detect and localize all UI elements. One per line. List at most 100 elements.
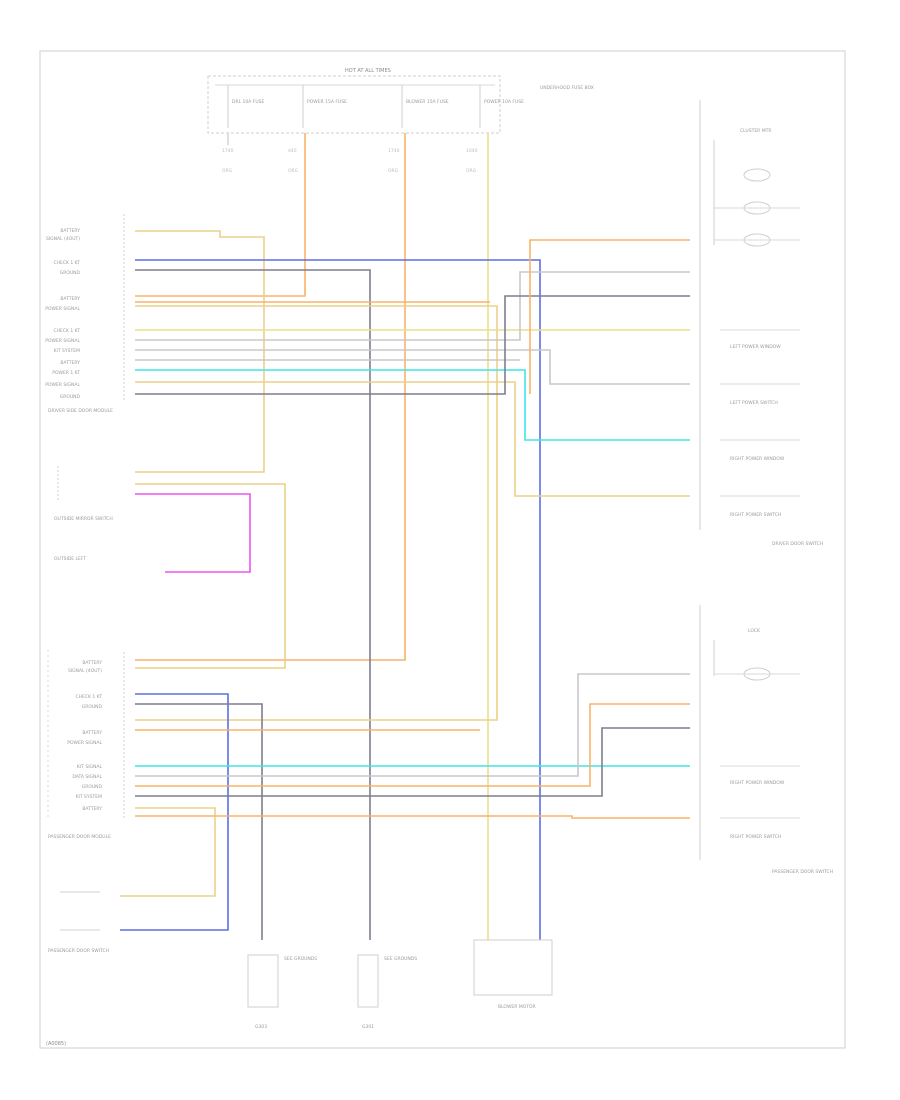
- svg-text:KIT SIGNAL: KIT SIGNAL: [77, 764, 103, 770]
- svg-text:LOCK: LOCK: [748, 628, 761, 634]
- svg-text:GROUND: GROUND: [82, 784, 103, 790]
- svg-text:BATTERY: BATTERY: [60, 296, 80, 302]
- svg-text:BATTERY: BATTERY: [60, 228, 80, 234]
- wire-cyan-1: [135, 369, 690, 441]
- wire-darkgray-4: [135, 727, 690, 797]
- svg-text:DRL 10A FUSE: DRL 10A FUSE: [232, 99, 265, 105]
- bottom-left-label: PASSENGER DOOR SWITCH: [48, 948, 109, 954]
- svg-text:1040: 1040: [466, 148, 478, 154]
- svg-text:BATTERY: BATTERY: [60, 360, 80, 366]
- fuse-2: POWER 15A FUSE: [302, 85, 347, 128]
- svg-text:CHECK 1 KT: CHECK 1 KT: [75, 694, 102, 700]
- lock-motor: LOCK: [713, 628, 800, 681]
- svg-text:GROUND: GROUND: [60, 270, 81, 276]
- svg-text:SIGNAL (4OUT): SIGNAL (4OUT): [68, 668, 102, 674]
- svg-text:BATTERY: BATTERY: [82, 660, 102, 666]
- right-lower-window-switch: RIGHT POWER WINDOW: [720, 765, 800, 786]
- svg-text:BLOWER MOTOR: BLOWER MOTOR: [498, 1004, 536, 1010]
- left-upper-connector: BATTERY SIGNAL (4OUT) CHECK 1 KT GROUND …: [45, 214, 125, 414]
- driver-module-label: DRIVER SIDE DOOR MODULE: [48, 408, 113, 414]
- svg-text:CHECK 1 KT: CHECK 1 KT: [53, 328, 80, 334]
- svg-text:GROUND: GROUND: [82, 704, 103, 710]
- left-lower-connector: BATTERY SIGNAL (4OUT) CHECK 1 KT GROUND …: [47, 650, 125, 840]
- diagram-border: [39, 50, 846, 1049]
- right-power-window-switch: RIGHT POWER WINDOW: [720, 439, 800, 462]
- right-lower-power-switch: RIGHT POWER SWITCH: [720, 817, 800, 840]
- fuse-4: POWER 10A FUSE: [479, 85, 524, 128]
- wire-tan-3: [135, 381, 690, 497]
- right-upper-group-label: DRIVER DOOR SWITCH: [772, 541, 823, 547]
- fuse-block: HOT AT ALL TIMES DRL 10A FUSE POWER 15A …: [207, 68, 594, 174]
- svg-text:POWER 10A FUSE: POWER 10A FUSE: [484, 99, 524, 105]
- svg-text:GROUND: GROUND: [60, 394, 81, 400]
- wire-orange-2: [135, 703, 690, 787]
- svg-text:BATTERY: BATTERY: [82, 806, 102, 812]
- bottom-left-switch: PASSENGER DOOR SWITCH: [48, 891, 109, 954]
- svg-text:1740: 1740: [388, 148, 400, 154]
- svg-text:LEFT POWER WINDOW: LEFT POWER WINDOW: [730, 344, 781, 350]
- wire-blue-2: [120, 693, 229, 931]
- wires: [120, 133, 690, 940]
- svg-text:RIGHT POWER WINDOW: RIGHT POWER WINDOW: [730, 456, 785, 462]
- wire-gray-4: [135, 673, 690, 777]
- svg-text:DATA SIGNAL: DATA SIGNAL: [72, 774, 102, 780]
- wire-tan-5: [120, 807, 216, 897]
- wire-tan-1: [135, 230, 265, 473]
- fuse-block-note: UNDERHOOD FUSE BOX: [540, 85, 594, 91]
- svg-text:G303: G303: [255, 1024, 267, 1030]
- svg-text:ORG: ORG: [466, 168, 477, 174]
- right-power-switch: RIGHT POWER SWITCH: [720, 495, 800, 518]
- wire-blue: [135, 259, 541, 940]
- left-power-window-switch: LEFT POWER WINDOW: [720, 329, 800, 350]
- svg-text:SEE GROUNDS: SEE GROUNDS: [284, 956, 317, 962]
- svg-text:POWER SIGNAL: POWER SIGNAL: [67, 740, 102, 746]
- svg-text:SIGNAL (4OUT): SIGNAL (4OUT): [46, 236, 80, 242]
- svg-text:ORG: ORG: [288, 168, 299, 174]
- wire-tan-2: [135, 305, 498, 721]
- svg-text:KIT SYSTEM: KIT SYSTEM: [54, 348, 81, 354]
- svg-text:POWER SIGNAL: POWER SIGNAL: [45, 382, 80, 388]
- wire-magenta: [135, 493, 251, 573]
- right-lower-group: LOCK RIGHT POWER WINDOW RIGHT POWER SWIT…: [699, 605, 833, 875]
- wire-darkgray-1: [135, 269, 371, 940]
- wire-darkgray-2: [135, 295, 690, 395]
- svg-text:POWER SIGNAL: POWER SIGNAL: [45, 306, 80, 312]
- ground-g303: SEE GROUNDS G303: [247, 954, 317, 1030]
- wire-gray-2: [135, 349, 690, 385]
- ground-g301: SEE GROUNDS G301: [357, 954, 417, 1030]
- svg-text:KIT SYSTEM: KIT SYSTEM: [76, 794, 103, 800]
- mirror-switch-connector: OUTSIDE MIRROR SWITCH OUTSIDE LEFT: [54, 466, 113, 562]
- outside-mirror-label: OUTSIDE MIRROR SWITCH: [54, 516, 113, 522]
- left-power-switch: LEFT POWER SWITCH: [720, 383, 800, 406]
- wire-gray-1: [135, 271, 690, 341]
- fuse-block-title: HOT AT ALL TIMES: [345, 68, 391, 74]
- svg-text:POWER 1 KT: POWER 1 KT: [52, 370, 80, 376]
- fuse-3: BLOWER 15A FUSE: [401, 85, 449, 128]
- wire-orange-3: [135, 815, 690, 819]
- svg-text:CLUSTER MTR: CLUSTER MTR: [740, 128, 771, 134]
- footer-code: (A0085): [46, 1041, 66, 1047]
- svg-text:LEFT POWER SWITCH: LEFT POWER SWITCH: [730, 400, 778, 406]
- svg-text:SEE GROUNDS: SEE GROUNDS: [384, 956, 417, 962]
- right-upper-group: CLUSTER MTR LEFT POWER WINDOW LEFT POWER…: [699, 100, 823, 547]
- svg-text:BLOWER 15A FUSE: BLOWER 15A FUSE: [406, 99, 449, 105]
- svg-text:CHECK 1 KT: CHECK 1 KT: [53, 260, 80, 266]
- wire-darkgray-3: [135, 703, 263, 940]
- wire-fuse3-orange: [135, 133, 406, 661]
- svg-text:440: 440: [288, 148, 297, 154]
- svg-text:RIGHT POWER SWITCH: RIGHT POWER SWITCH: [730, 834, 781, 840]
- passenger-module-label: PASSENGER DOOR MODULE: [48, 834, 111, 840]
- svg-text:POWER SIGNAL: POWER SIGNAL: [45, 338, 80, 344]
- wire-tan-4: [135, 483, 286, 669]
- svg-text:BATTERY: BATTERY: [82, 730, 102, 736]
- fuse-1: DRL 10A FUSE: [227, 85, 265, 128]
- svg-text:ORG: ORG: [222, 168, 233, 174]
- svg-text:ORG: ORG: [388, 168, 399, 174]
- svg-text:G301: G301: [362, 1024, 374, 1030]
- svg-text:OUTSIDE LEFT: OUTSIDE LEFT: [54, 556, 86, 562]
- wire-fuse2-orange: [135, 133, 306, 297]
- svg-text:POWER 15A FUSE: POWER 15A FUSE: [307, 99, 347, 105]
- svg-text:RIGHT POWER SWITCH: RIGHT POWER SWITCH: [730, 512, 781, 518]
- svg-text:1740: 1740: [222, 148, 234, 154]
